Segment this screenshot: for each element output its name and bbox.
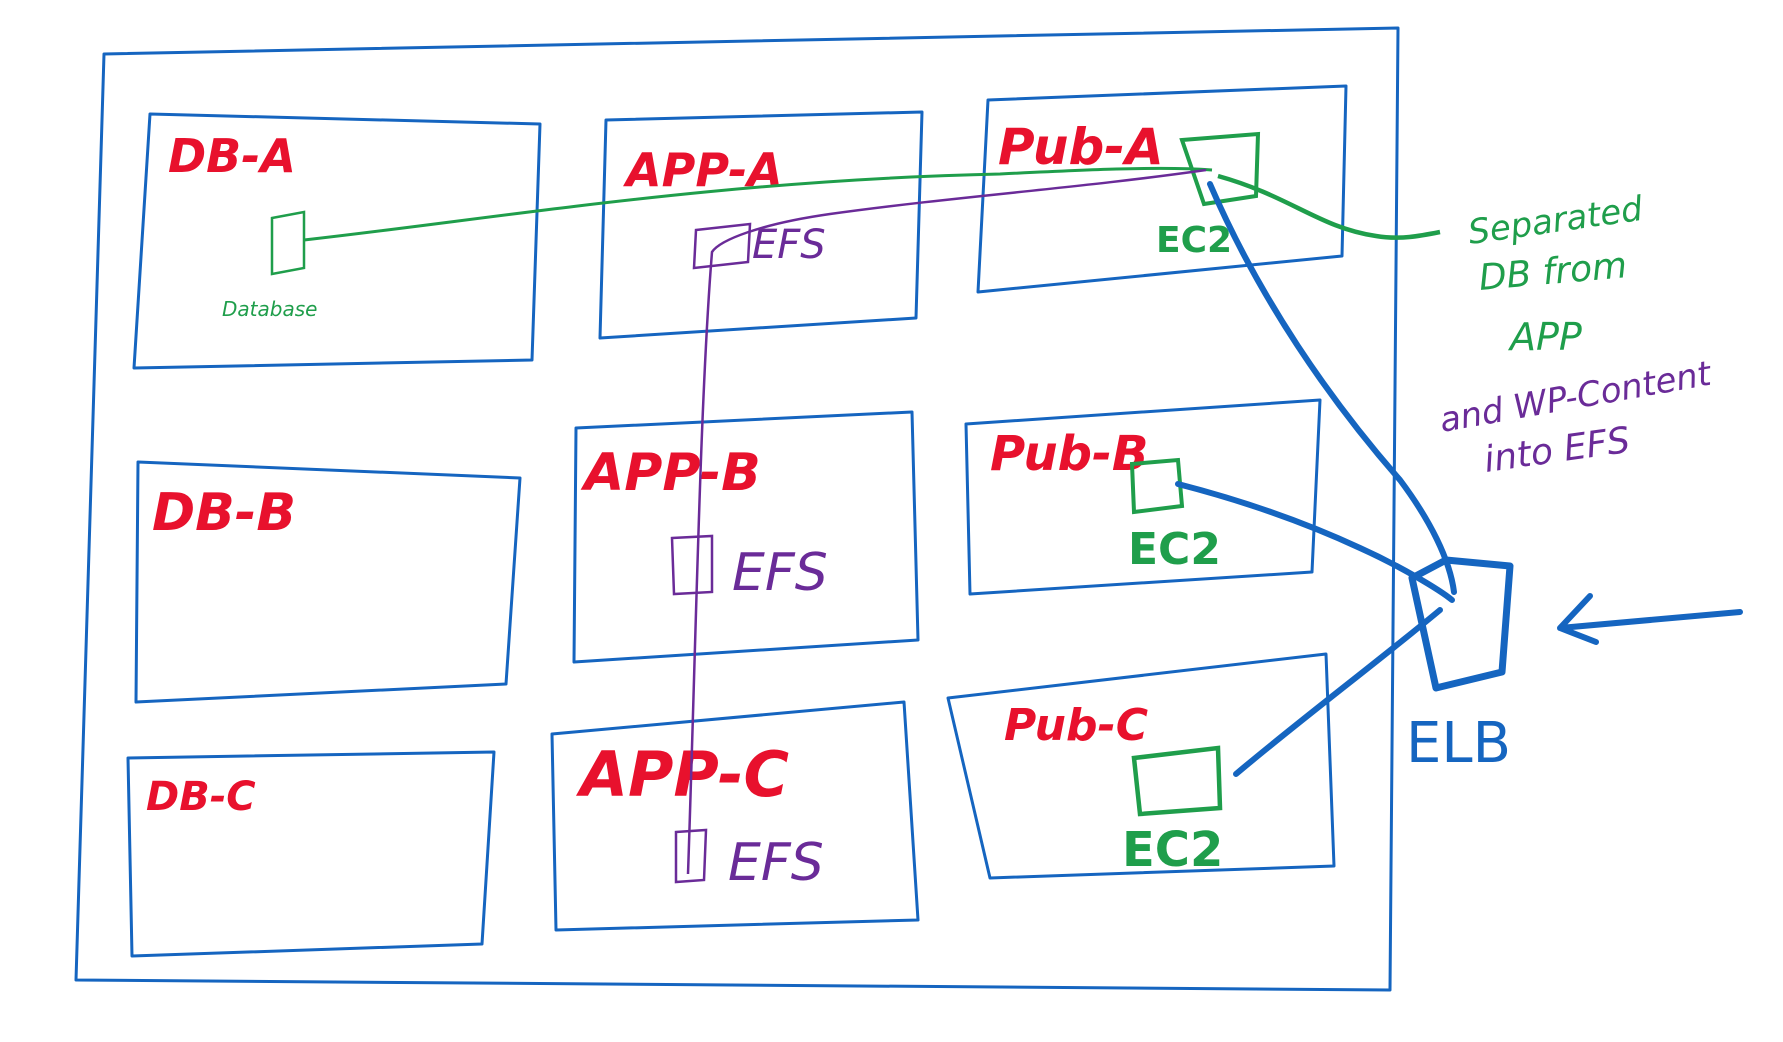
efs-icon-app-b xyxy=(670,534,714,596)
database-link-line xyxy=(303,166,1213,242)
efs-icon-app-a xyxy=(692,222,752,270)
subnet-label-db-a: DB-A xyxy=(168,129,296,183)
ec2-label-pub-b: EC2 xyxy=(1128,524,1221,575)
subnet-box-db-a xyxy=(132,112,542,370)
subnet-box-pub-c xyxy=(946,652,1336,880)
subnet-label-pub-c: Pub-C xyxy=(1004,700,1148,751)
subnet-label-pub-b: Pub-B xyxy=(990,426,1149,482)
database-icon xyxy=(270,210,306,276)
subnet-box-pub-b xyxy=(964,398,1322,596)
vpc-boundary xyxy=(74,26,1400,992)
subnet-box-app-c xyxy=(550,700,920,932)
note-green-line1: Separated xyxy=(1466,189,1646,253)
efs-label-app-c: EFS xyxy=(728,833,824,893)
subnet-label-app-a: APP-A xyxy=(623,143,783,197)
subnet-label-app-c: APP-C xyxy=(575,738,789,811)
efs-link-line xyxy=(686,168,1207,875)
ec2-label-pub-a: EC2 xyxy=(1156,220,1232,261)
subnet-box-db-c xyxy=(126,750,496,958)
database-label: Database xyxy=(222,297,317,321)
ec2-label-pub-c: EC2 xyxy=(1122,822,1223,878)
subnet-box-app-b xyxy=(572,410,920,664)
efs-icon-app-c xyxy=(674,828,708,884)
elb-link-pub-c xyxy=(1233,607,1443,777)
note-green-line3: APP xyxy=(1507,315,1582,359)
elb-icon xyxy=(1408,556,1514,692)
ec2-icon-pub-c xyxy=(1131,745,1223,817)
note-green-line2: DB from xyxy=(1477,245,1628,299)
subnet-label-app-b: APP-B xyxy=(580,443,761,503)
subnet-box-pub-a xyxy=(976,84,1348,294)
subnet-label-db-b: DB-B xyxy=(152,483,296,543)
subnet-box-app-a xyxy=(598,110,924,340)
ec2-icon-pub-a xyxy=(1179,131,1261,207)
note-link-line xyxy=(1217,173,1441,240)
subnet-label-pub-a: Pub-A xyxy=(998,118,1164,176)
ec2-icon-pub-b xyxy=(1129,457,1185,515)
elb-label: ELB xyxy=(1406,711,1511,776)
incoming-arrow-icon xyxy=(1557,593,1743,645)
subnet-label-db-c: DB-C xyxy=(146,774,256,820)
subnet-box-db-b xyxy=(134,460,522,704)
efs-label-app-b: EFS xyxy=(732,543,828,603)
elb-link-pub-b xyxy=(1175,481,1455,603)
elb-link-pub-a xyxy=(1207,181,1457,595)
efs-label-app-a: EFS xyxy=(752,222,826,268)
